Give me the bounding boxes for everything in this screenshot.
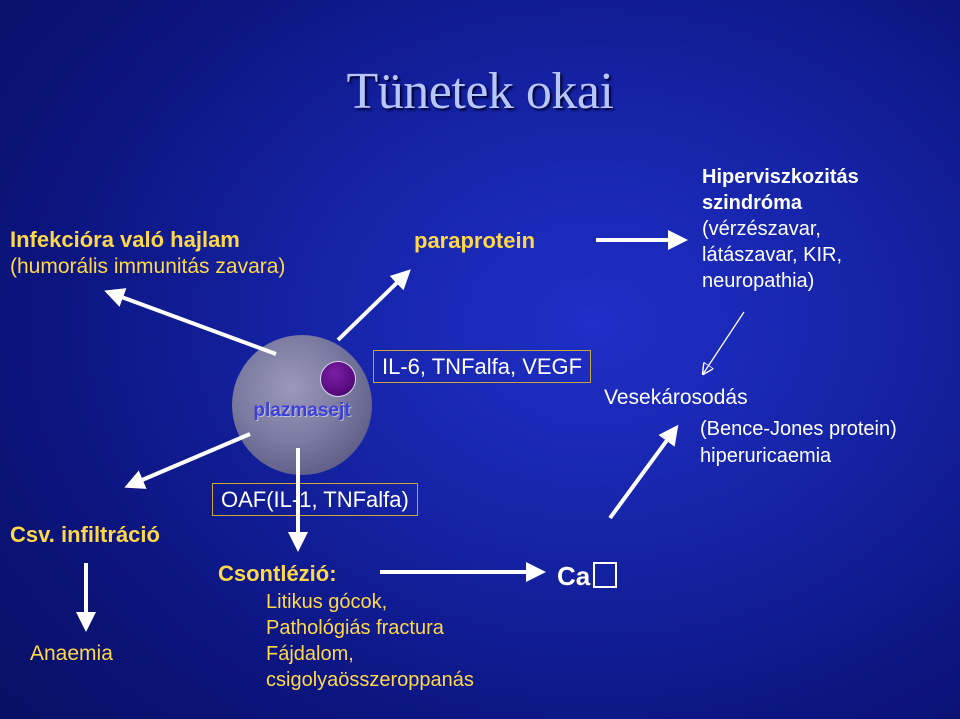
arrow-to-infection <box>104 288 277 356</box>
hyperviscosity-line4: látászavar, KIR, <box>702 244 843 266</box>
bone-lesion-item-3: Fájdalom, <box>266 643 354 665</box>
bone-lesion-item-1: Litikus gócok, <box>266 591 388 613</box>
arrow-calcium-to-kidney <box>608 424 679 520</box>
hyperuricemia-label: hiperuricaemia <box>700 445 832 467</box>
page-title: Tünetek okai <box>346 63 614 120</box>
arrow-to-paraprotein <box>336 269 411 342</box>
up-arrow-glyph-box-icon <box>593 562 618 588</box>
bone-lesion-item-2: Pathológiás fractura <box>266 617 444 639</box>
arrow-to-bone-marrow <box>124 432 251 489</box>
anaemia-label: Anaemia <box>30 642 113 665</box>
hyperviscosity-line5: neuropathia) <box>702 270 815 292</box>
arrow-hyperviscosity-to-kidney <box>703 311 745 374</box>
bone-lesion-node: Csontlézió: <box>218 560 337 587</box>
calcium-label: Ca <box>557 561 591 591</box>
cytokines-box: IL-6, TNFalfa, VEGF <box>373 350 592 383</box>
hyperviscosity-line1: Hiperviszkozitás <box>702 166 859 188</box>
hyperviscosity-line2: szindróma <box>702 192 803 214</box>
hyperviscosity-node: Hiperviszkozitás szindróma (vérzészavar,… <box>702 164 859 294</box>
calcium-node: Ca <box>557 561 618 591</box>
kidney-damage-label: Vesekárosodás <box>604 386 748 409</box>
infection-node: Infekcióra való hajlam (humorális immuni… <box>10 226 285 280</box>
oaf-box: OAF(IL-1, TNFalfa) <box>212 483 418 516</box>
infection-sublabel: (humorális immunitás zavara) <box>10 255 286 278</box>
bone-lesion-item-4: csigolyaösszeroppanás <box>266 669 474 691</box>
plasma-cell-label: plazmasejt <box>253 400 351 421</box>
bone-lesion-title: Csontlézió: <box>218 561 337 586</box>
bone-marrow-label: Csv. infiltráció <box>10 522 160 547</box>
infection-label: Infekcióra való hajlam <box>10 227 240 252</box>
plasma-cell-graphic <box>232 335 372 475</box>
plasma-cell-nucleus <box>320 361 356 397</box>
bone-lesion-list: Litikus gócok, Pathológiás fractura Fájd… <box>266 589 474 693</box>
paraprotein-label: paraprotein <box>414 228 536 253</box>
hyperviscosity-line3: (vérzészavar, <box>702 218 821 240</box>
bence-jones-label: (Bence-Jones protein) <box>700 418 897 440</box>
